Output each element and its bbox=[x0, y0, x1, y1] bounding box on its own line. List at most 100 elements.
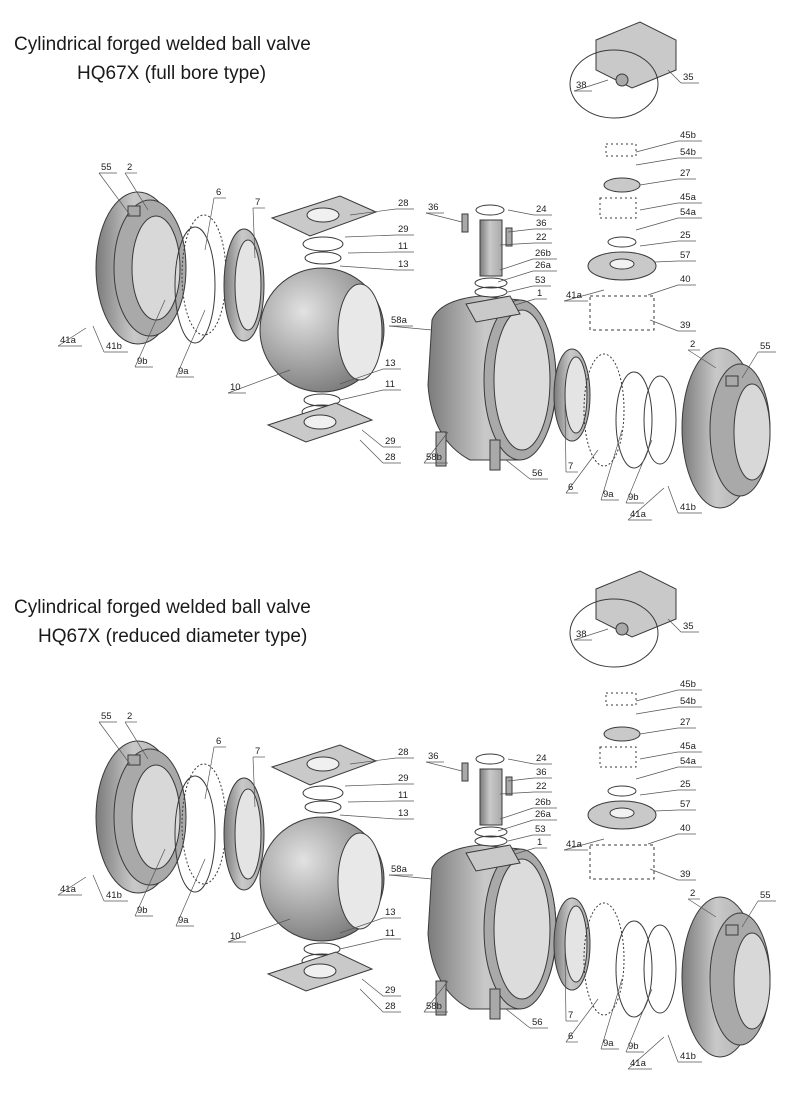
leader-line bbox=[507, 758, 535, 765]
leader-line bbox=[639, 240, 679, 247]
o-ring-9a-right bbox=[615, 920, 653, 1018]
diagram-2-title-line1: Cylindrical forged welded ball valve bbox=[14, 597, 311, 618]
part-label: 41a bbox=[566, 290, 583, 301]
stem-packing-26a bbox=[474, 277, 508, 289]
part-label: 2 bbox=[690, 888, 695, 899]
part-label: 54b bbox=[680, 147, 696, 158]
leader-line bbox=[639, 727, 679, 735]
part-label: 9b bbox=[137, 905, 148, 916]
part-label: 45b bbox=[680, 679, 696, 690]
leader-line bbox=[347, 251, 397, 254]
part-label: 11 bbox=[398, 790, 408, 801]
leader-line bbox=[57, 876, 87, 896]
leader-line bbox=[647, 284, 679, 296]
part-label: 36 bbox=[428, 202, 439, 213]
part-label: 54a bbox=[680, 756, 697, 767]
stem-seal-ring-25 bbox=[607, 785, 637, 797]
part-label: 39 bbox=[680, 320, 691, 331]
leader-line bbox=[635, 689, 679, 702]
o-ring-9a-left bbox=[174, 775, 216, 893]
trunnion-plate-top-hole bbox=[306, 756, 340, 772]
stem bbox=[479, 768, 503, 826]
leader-line bbox=[667, 69, 682, 84]
leader-line bbox=[741, 900, 759, 928]
leader-line bbox=[339, 917, 384, 934]
leader-line bbox=[649, 868, 679, 881]
o-ring-9b-right bbox=[643, 924, 677, 1014]
leader-line bbox=[499, 791, 535, 795]
part-label: 11 bbox=[385, 379, 395, 390]
leader-line bbox=[507, 777, 535, 782]
part-label: 28 bbox=[385, 452, 396, 463]
leader-line bbox=[639, 789, 679, 796]
part-label: 6 bbox=[216, 187, 221, 198]
leader-line bbox=[339, 265, 397, 271]
nut-set-40-39 bbox=[589, 844, 655, 880]
leader-line bbox=[507, 834, 534, 842]
leader-line bbox=[92, 325, 105, 353]
gland-flange-27 bbox=[603, 726, 641, 742]
part-label: 26a bbox=[535, 809, 552, 820]
part-label: 45a bbox=[680, 192, 697, 203]
diagram-2-title-line2: HQ67X (reduced diameter type) bbox=[38, 626, 308, 647]
handwheel bbox=[569, 598, 659, 668]
left-end-flange-bore bbox=[131, 764, 181, 870]
part-label: 7 bbox=[568, 461, 573, 472]
part-label: 10 bbox=[230, 931, 241, 942]
bearing-ring-11-top bbox=[302, 236, 344, 252]
leader-line bbox=[564, 952, 567, 1022]
part-label: 38 bbox=[576, 80, 587, 91]
leader-line bbox=[98, 721, 131, 765]
stem-seal-ring-25 bbox=[607, 236, 637, 248]
part-label: 26b bbox=[535, 797, 551, 808]
handwheel bbox=[569, 49, 659, 119]
part-label: 26a bbox=[535, 260, 552, 271]
leader-line bbox=[573, 628, 609, 641]
leader-line bbox=[359, 439, 384, 464]
leader-line bbox=[349, 757, 397, 765]
part-label: 41b bbox=[680, 502, 696, 513]
part-label: 11 bbox=[385, 928, 395, 939]
part-label: 22 bbox=[536, 232, 547, 243]
leader-line bbox=[361, 978, 384, 997]
leader-line bbox=[344, 783, 397, 787]
part-label: 13 bbox=[385, 358, 396, 369]
leader-line bbox=[252, 207, 256, 259]
leader-line bbox=[175, 858, 206, 927]
bolt-set-45a bbox=[599, 197, 637, 219]
part-label: 10 bbox=[230, 382, 241, 393]
right-end-flange-bore bbox=[733, 383, 771, 481]
diagram-1-title-line1: Cylindrical forged welded ball valve bbox=[14, 34, 311, 55]
part-label: 36 bbox=[536, 767, 547, 778]
leader-line bbox=[339, 814, 397, 820]
bolt-set-45b bbox=[605, 692, 637, 706]
key-36-left bbox=[461, 213, 469, 233]
part-label: 13 bbox=[398, 808, 409, 819]
leader-line bbox=[505, 1008, 531, 1029]
part-label: 9a bbox=[178, 915, 189, 926]
part-label: 29 bbox=[398, 773, 409, 784]
leader-line bbox=[423, 980, 449, 1013]
seat-ring-left-bore bbox=[234, 788, 262, 880]
nut-set-40-39 bbox=[589, 295, 655, 331]
part-label: 41b bbox=[106, 341, 122, 352]
leader-line bbox=[359, 988, 384, 1013]
part-label: 29 bbox=[385, 985, 396, 996]
part-label: 41b bbox=[680, 1051, 696, 1062]
part-label: 41a bbox=[566, 839, 583, 850]
part-label: 38 bbox=[576, 629, 587, 640]
lifting-lug-right bbox=[725, 924, 739, 936]
lifting-lug-right bbox=[725, 375, 739, 387]
part-label: 58b bbox=[426, 452, 442, 463]
leader-line bbox=[667, 1034, 679, 1063]
part-label: 9a bbox=[603, 1038, 614, 1049]
part-label: 55 bbox=[101, 162, 112, 173]
trunnion-plate-bottom-hole bbox=[303, 963, 337, 979]
support-leg-56 bbox=[489, 439, 501, 471]
bearing-ring-13-top bbox=[304, 800, 342, 814]
part-label: 45a bbox=[680, 741, 697, 752]
part-label: 58b bbox=[426, 1001, 442, 1012]
